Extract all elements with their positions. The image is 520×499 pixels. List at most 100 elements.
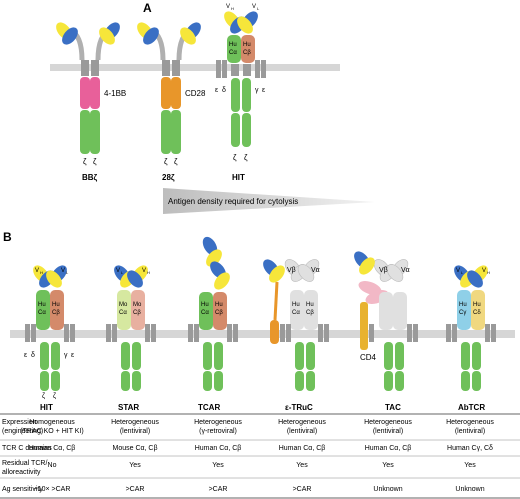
table-cell: Yes xyxy=(382,462,394,469)
table-cell: Human Cα, Cβ xyxy=(29,445,76,452)
table-cell: Unknown xyxy=(373,486,402,493)
svg-text:Cβ: Cβ xyxy=(52,310,60,316)
svg-text:Hu: Hu xyxy=(215,302,223,308)
construct-name-etruc: ε-TRuC xyxy=(285,403,313,412)
svg-text:ζ: ζ xyxy=(42,393,45,400)
construct-name-hit-a: HIT xyxy=(232,173,245,182)
scfv-right-icon xyxy=(99,22,120,45)
table-cell: ~10× >CAR xyxy=(34,486,71,493)
construct-name-tac: TAC xyxy=(385,403,401,412)
table-cell: Mouse Cα, Cβ xyxy=(112,445,157,452)
table-cell: No xyxy=(48,462,57,469)
construct-28z: ζ ζ xyxy=(137,22,201,166)
svg-text:Cβ: Cβ xyxy=(215,310,223,316)
svg-text:γ: γ xyxy=(64,352,68,359)
svg-text:Hu: Hu xyxy=(459,302,467,308)
svg-text:V: V xyxy=(61,268,65,274)
svg-text:H: H xyxy=(40,270,43,275)
membrane-b xyxy=(10,330,515,338)
svg-text:Cα: Cα xyxy=(201,310,209,316)
cd4-label: CD4 xyxy=(360,353,377,362)
construct-tac xyxy=(354,251,418,391)
table-cell: >CAR xyxy=(209,486,228,493)
table-cells: Homogeneous(TRAC KO + HIT KI) Heterogeneo… xyxy=(20,419,494,493)
row-header-residual-tcr: Residual TCR/ alloreactivity xyxy=(2,460,49,476)
table-cell: Heterogeneous(lentiviral) xyxy=(446,419,494,435)
svg-text:Hu: Hu xyxy=(306,302,314,308)
scfv-left-icon xyxy=(56,22,78,45)
svg-text:Vβ: Vβ xyxy=(287,267,296,274)
svg-text:ζ: ζ xyxy=(83,157,87,166)
table-cell: Human Cα, Cβ xyxy=(279,445,326,452)
svg-text:Cβ: Cβ xyxy=(306,310,314,316)
svg-text:V: V xyxy=(142,268,146,274)
svg-text:H: H xyxy=(231,6,234,11)
svg-text:H: H xyxy=(147,270,150,275)
table-cell: Human Cγ, Cδ xyxy=(447,445,493,452)
svg-text:ζ: ζ xyxy=(164,157,168,166)
svg-text:L: L xyxy=(66,270,69,275)
svg-text:ε: ε xyxy=(24,352,27,359)
table-cell: Yes xyxy=(296,462,308,469)
construct-abtcr xyxy=(446,265,496,391)
construct-hit-b xyxy=(25,265,75,391)
table-cell: Heterogeneous(lentiviral) xyxy=(364,419,412,435)
svg-text:V: V xyxy=(482,268,486,274)
svg-text:V: V xyxy=(226,4,230,10)
svg-text:L: L xyxy=(461,270,464,275)
svg-text:ε: ε xyxy=(215,87,218,94)
svg-text:Hu: Hu xyxy=(52,302,60,308)
comparison-table: Expression (engineering) TCR C domains R… xyxy=(0,413,520,499)
svg-text:Vα: Vα xyxy=(311,267,320,274)
table-cell: Heterogeneous(γ-retroviral) xyxy=(194,419,242,435)
scfv-right-icon xyxy=(180,22,201,45)
construct-etruc xyxy=(263,259,329,391)
table-cell: Yes xyxy=(129,462,141,469)
svg-text:δ: δ xyxy=(222,87,226,94)
svg-text:Hu: Hu xyxy=(243,42,251,48)
svg-text:Cδ: Cδ xyxy=(473,310,481,316)
svg-text:Vβ: Vβ xyxy=(379,267,388,274)
table-cell: Heterogeneous(lentiviral) xyxy=(278,419,326,435)
construct-name-hit-b: HIT xyxy=(40,403,53,412)
table-cell: >CAR xyxy=(126,486,145,493)
svg-text:Cα: Cα xyxy=(229,50,237,56)
svg-text:L: L xyxy=(121,270,124,275)
svg-text:Hu: Hu xyxy=(38,302,46,308)
panel-b-label: B xyxy=(3,230,12,244)
svg-text:ε: ε xyxy=(262,87,265,94)
table-cell: Yes xyxy=(464,462,476,469)
svg-text:ζ: ζ xyxy=(174,157,178,166)
svg-text:L: L xyxy=(257,6,260,11)
svg-text:ζ: ζ xyxy=(93,157,97,166)
svg-text:Cγ: Cγ xyxy=(459,310,466,316)
table-cell: Homogeneous(TRAC KO + HIT KI) xyxy=(20,419,83,435)
table-cell: Unknown xyxy=(455,486,484,493)
construct-tcar xyxy=(188,236,238,391)
svg-text:H: H xyxy=(487,270,490,275)
table-cell: Human Cα, Cβ xyxy=(365,445,412,452)
svg-text:Cα: Cα xyxy=(292,310,300,316)
svg-text:ζ: ζ xyxy=(233,153,237,162)
svg-text:V: V xyxy=(116,268,120,274)
svg-text:Cα: Cα xyxy=(38,310,46,316)
gradient-label: Antigen density required for cytolysis xyxy=(168,197,298,206)
svg-text:Vα: Vα xyxy=(401,267,410,274)
construct-name-bbz: BBζ xyxy=(82,173,98,182)
antigen-density-gradient xyxy=(163,188,375,214)
costim-label-cd28: CD28 xyxy=(185,89,206,98)
svg-text:Cβ: Cβ xyxy=(243,50,251,56)
row-header-tcr-c-domains: TCR C domains xyxy=(2,445,52,452)
svg-text:Mo: Mo xyxy=(133,302,142,308)
table-cell: Heterogeneous(lentiviral) xyxy=(111,419,159,435)
svg-text:ζ: ζ xyxy=(244,153,248,162)
construct-name-tcar: TCAR xyxy=(198,403,220,412)
table-cell: Human Cα, Cβ xyxy=(195,445,242,452)
row-header-expression: Expression (engineering) xyxy=(2,419,43,435)
svg-text:Hu: Hu xyxy=(473,302,481,308)
costim-label-41bb: 4-1BB xyxy=(104,89,126,98)
svg-text:ε: ε xyxy=(71,352,74,359)
construct-hit-a xyxy=(216,11,266,147)
svg-text:Hu: Hu xyxy=(201,302,209,308)
